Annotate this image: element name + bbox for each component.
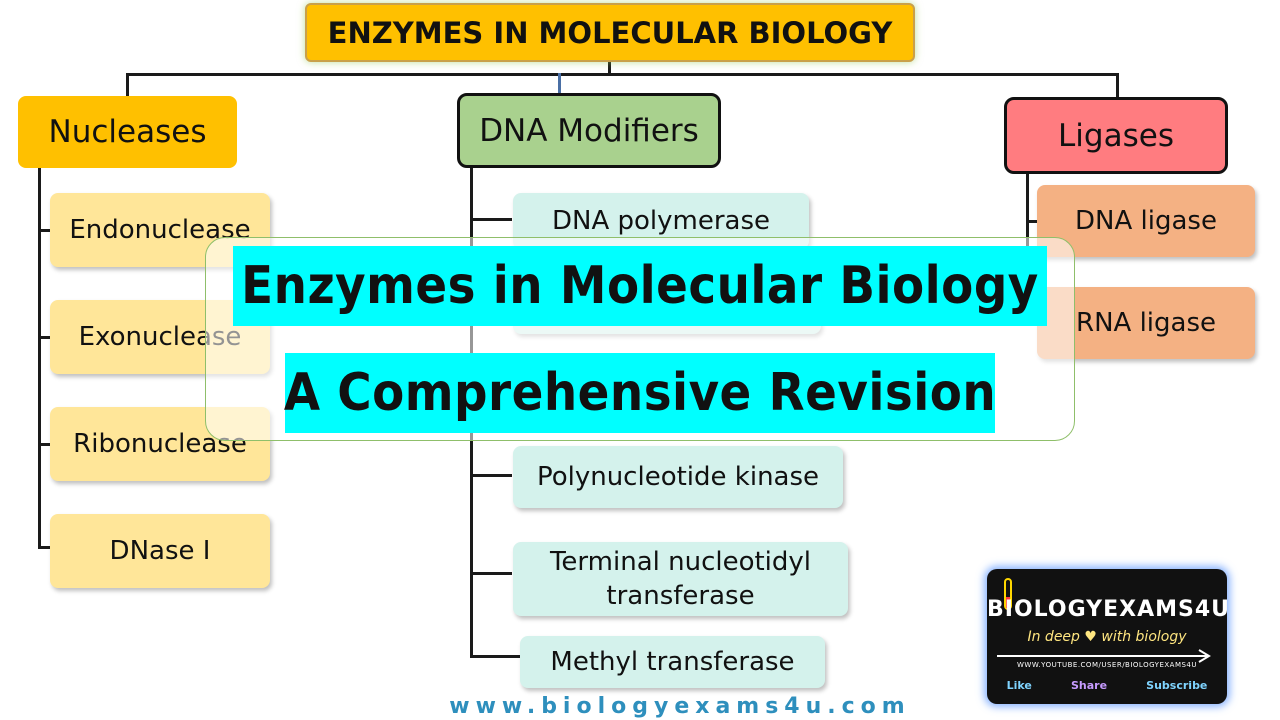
nuc-branch-2 <box>38 336 50 339</box>
logo-name: BIOLOGYEXAMS4U <box>987 597 1231 622</box>
logo-tagline: In deep ♥ with biology <box>1027 629 1187 645</box>
ligases-heading: Ligases <box>1004 97 1228 174</box>
dna-branch-1 <box>470 218 512 221</box>
lig-branch-1 <box>1026 220 1038 223</box>
dna-modifiers-heading: DNA Modifiers <box>457 93 721 168</box>
diagram-title: ENZYMES IN MOLECULAR BIOLOGY <box>305 3 915 62</box>
website-url[interactable]: www.biologyexams4u.com <box>449 694 911 719</box>
dna-branch-3 <box>470 572 512 575</box>
ligases-drop <box>1116 73 1119 98</box>
dna-modifier-item: Terminal nucleotidyl transferase <box>513 542 848 616</box>
dna-modifier-item: Methyl transferase <box>520 636 825 688</box>
banner-subtitle: A Comprehensive Revision <box>284 353 996 433</box>
channel-logo[interactable]: BIOLOGYEXAMS4U In deep ♥ with biology WW… <box>987 569 1231 704</box>
test-tube-icon <box>1004 578 1012 610</box>
nuc-branch-4 <box>38 546 50 549</box>
top-connector <box>126 73 1118 76</box>
logo-url: WWW.YOUTUBE.COM/USER/BIOLOGYEXAMS4U <box>1016 661 1198 669</box>
logo-actions: Like Share Subscribe <box>987 679 1227 692</box>
dna-branch-2 <box>470 474 512 477</box>
nuc-branch-1 <box>38 229 50 232</box>
nucleases-heading: Nucleases <box>18 96 237 168</box>
subscribe-label[interactable]: Subscribe <box>1146 679 1208 692</box>
dna-branch-4 <box>470 655 520 658</box>
arrow-icon <box>997 649 1211 663</box>
dna-modifiers-drop <box>558 73 561 94</box>
share-label[interactable]: Share <box>1070 679 1108 692</box>
nuc-branch-3 <box>38 443 50 446</box>
ligase-item: DNA ligase <box>1037 185 1255 257</box>
title-stem <box>608 62 611 74</box>
banner-title: Enzymes in Molecular Biology <box>233 246 1047 326</box>
nucleases-drop <box>126 73 129 97</box>
dna-modifier-item: Polynucleotide kinase <box>513 446 843 508</box>
like-label[interactable]: Like <box>1006 679 1032 692</box>
nuclease-item: DNase I <box>50 514 270 588</box>
nucleases-spine <box>38 168 41 548</box>
